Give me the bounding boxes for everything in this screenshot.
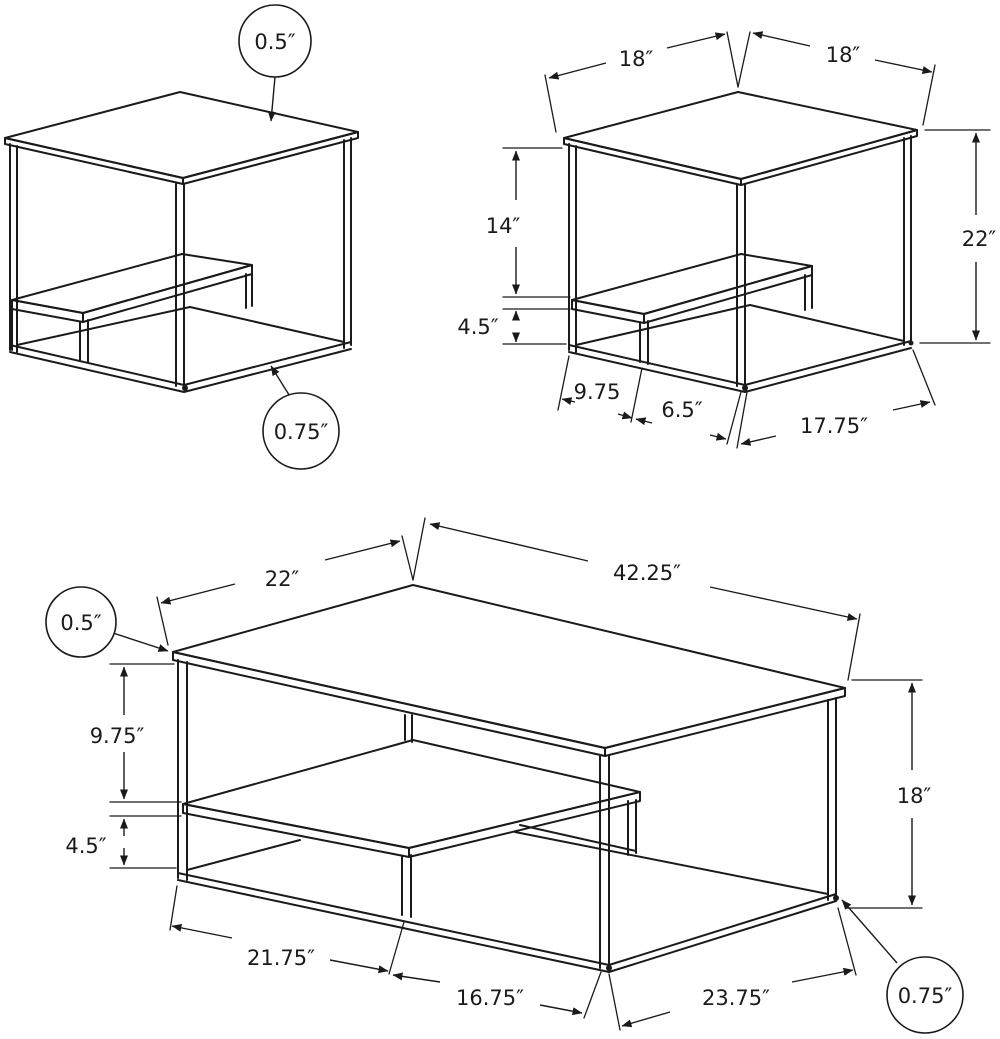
- end-table-left-legs: [9, 137, 352, 389]
- label-shelf-gap-coffee: 16.75″: [456, 986, 524, 1010]
- end-table-left: 0.5″ 0.75″: [4, 4, 359, 470]
- label-length-coffee: 42.25″: [613, 561, 681, 585]
- label-width-b-right: 18″: [826, 43, 861, 67]
- bubble-top-thickness-left: [238, 4, 312, 78]
- bubble-leg-thickness-left: [262, 392, 340, 470]
- label-shelf-gap-right: 6.5″: [661, 398, 702, 422]
- end-table-left-top-edge: [4, 137, 184, 185]
- label-shelf-depth-right: 9.75: [574, 380, 621, 404]
- end-table-right: 18″ 18″ 22″ 14″ 4.5″ 9.75 6.5″ 17.75″: [457, 31, 997, 449]
- label-base-length-coffee: 23.75″: [702, 986, 770, 1010]
- label-shelf-height-right: 4.5″: [457, 315, 498, 339]
- coffee-table-legs: [177, 659, 837, 971]
- label-top-thickness-left: 0.5″: [254, 30, 295, 54]
- bubble-top-thickness-coffee: [45, 586, 117, 658]
- label-height-coffee: 18″: [897, 784, 932, 808]
- coffee-table-shelf: [182, 739, 641, 849]
- label-leg-thickness-coffee: 0.75″: [898, 984, 953, 1008]
- end-table-left-base: [9, 306, 352, 393]
- label-shelf-height-coffee: 4.5″: [65, 834, 106, 858]
- coffee-table: 22″ 42.25″ 0.5″ 9.75″ 4.5″ 18″ 21.75″: [45, 517, 964, 1034]
- end-table-left-top: [4, 91, 359, 179]
- label-upper-clearance-coffee: 9.75″: [90, 724, 145, 748]
- bubble-leg-thickness-coffee: [886, 956, 964, 1034]
- label-top-thickness-coffee: 0.5″: [60, 611, 101, 635]
- label-width-a-right: 18″: [619, 47, 654, 71]
- label-base-width-right: 17.75″: [800, 414, 868, 438]
- end-table-right-top: [563, 91, 918, 180]
- label-depth-coffee: 22″: [265, 567, 300, 591]
- coffee-table-top: [172, 584, 846, 749]
- label-upper-clearance-right: 14″: [486, 214, 521, 238]
- end-table-right-legs: [568, 135, 912, 389]
- end-table-right-shelf: [571, 253, 813, 315]
- label-base-depth-coffee: 21.75″: [247, 946, 315, 970]
- label-height-right: 22″: [962, 227, 997, 251]
- label-leg-thickness-left: 0.75″: [274, 420, 329, 444]
